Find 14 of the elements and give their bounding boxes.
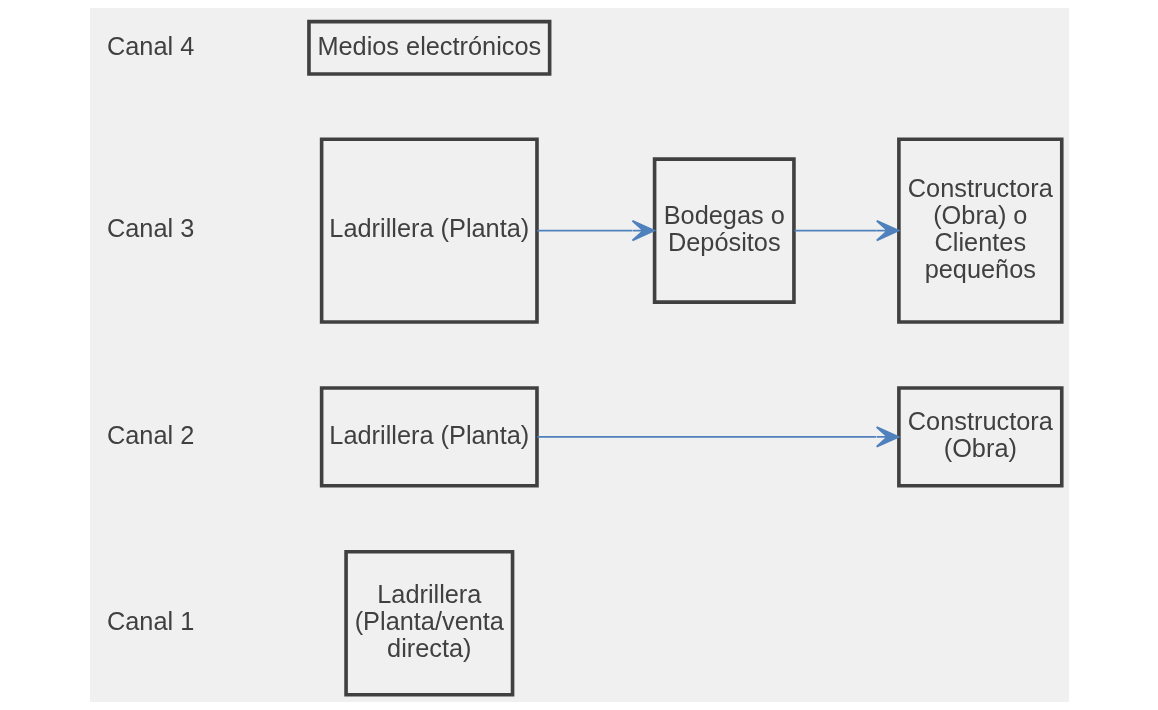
node-box: Ladrillera (Planta) <box>319 386 539 488</box>
node-box: Ladrillera (Planta/venta directa) <box>343 550 514 697</box>
arrow <box>793 219 899 242</box>
label: Canal 2 <box>106 420 194 449</box>
arrow <box>535 426 899 448</box>
node-box: Constructora (Obra) <box>896 386 1064 488</box>
node-box: Ladrillera (Planta) <box>319 137 539 324</box>
label: Canal 1 <box>106 606 194 635</box>
node-box: Medios electrónicos <box>306 19 551 76</box>
node-box: Constructora (Obra) o Clientes pequeños <box>896 137 1064 324</box>
arrow <box>535 219 655 242</box>
label: Canal 4 <box>106 31 194 60</box>
label: Canal 3 <box>106 214 194 243</box>
node-box: Bodegas o Depósitos <box>652 157 796 304</box>
